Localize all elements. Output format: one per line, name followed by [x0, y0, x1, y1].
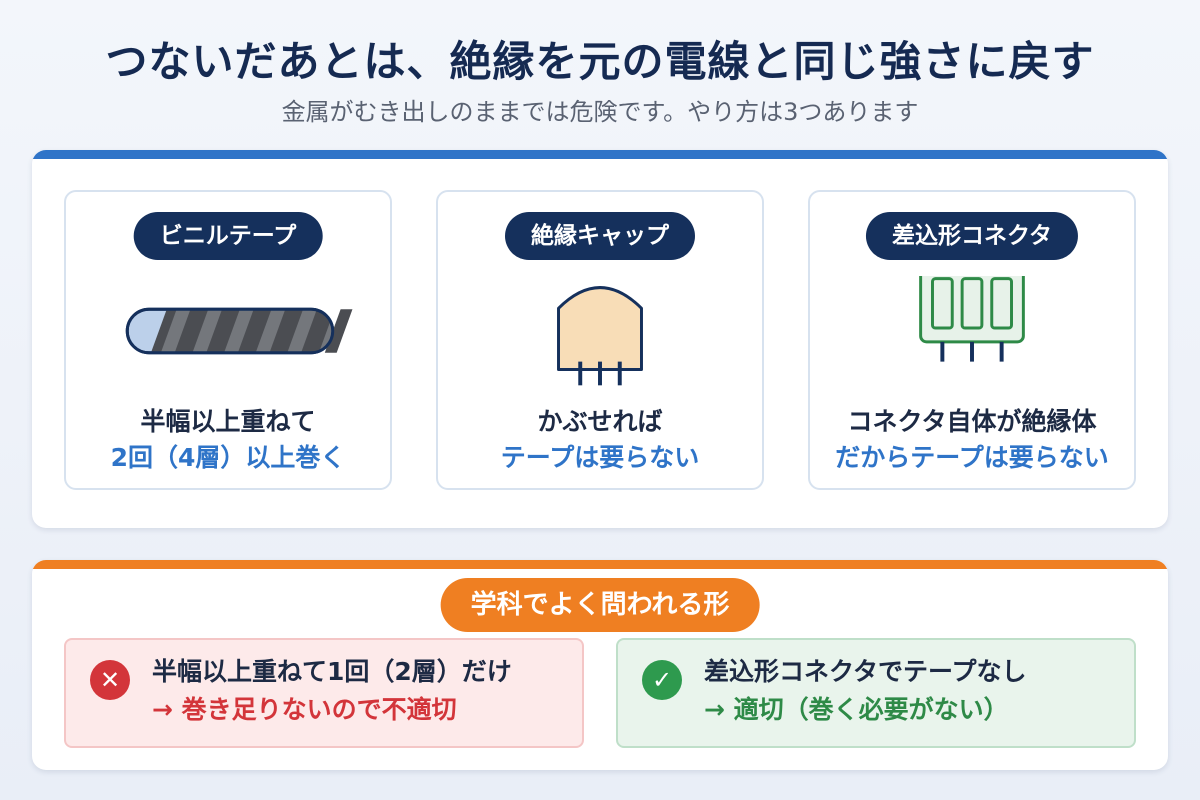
method-desc-vinyl-tape: 半幅以上重ねて	[140, 407, 316, 436]
method-label-insulation-cap: 絶縁キャップ	[505, 212, 695, 260]
exam-panel: 学科でよく問われる形 ✕ 半幅以上重ねて1回（2層）だけ → 巻き足りないので不…	[32, 560, 1168, 770]
page-title: つないだあとは、絶縁を元の電線と同じ強さに戻す	[105, 37, 1095, 86]
method-card-insulation-cap: 絶縁キャップ かぶせれば テープは要らない	[436, 190, 764, 490]
right-example: ✓ 差込形コネクタでテープなし → 適切（巻く必要がない）	[616, 638, 1136, 748]
exam-label: 学科でよく問われる形	[440, 578, 760, 632]
method-card-connector: 差込形コネクタ コネクタ自体が絶縁体 だからテープは要らない	[808, 190, 1136, 490]
orange-accent-bar	[32, 560, 1168, 569]
method-card-vinyl-tape: ビニルテープ 半幅以上重ねて 2回（4層）以上巻く	[64, 190, 392, 490]
check-icon: ✓	[642, 660, 682, 700]
right-example-text: 差込形コネクタでテープなし	[704, 657, 1027, 686]
wrong-example-verdict: → 巻き足りないので不適切	[152, 695, 457, 724]
methods-panel: ビニルテープ 半幅以上重ねて 2回（4層）以上巻く 絶	[32, 150, 1168, 528]
method-label-connector: 差込形コネクタ	[865, 212, 1079, 260]
blue-accent-bar	[32, 150, 1168, 159]
insulation-cap-icon	[557, 286, 643, 386]
right-example-verdict: → 適切（巻く必要がない）	[704, 695, 1009, 724]
wrong-example-text: 半幅以上重ねて1回（2層）だけ	[152, 657, 512, 686]
connector-icon	[919, 276, 1025, 362]
method-point-vinyl-tape: 2回（4層）以上巻く	[110, 443, 346, 472]
cross-icon: ✕	[90, 660, 130, 700]
page-subtitle: 金属がむき出しのままでは危険です。やり方は3つあります	[281, 98, 919, 126]
method-desc-insulation-cap: かぶせれば	[537, 407, 663, 436]
method-label-vinyl-tape: ビニルテープ	[133, 212, 323, 260]
method-point-insulation-cap: テープは要らない	[500, 443, 700, 472]
wrong-example: ✕ 半幅以上重ねて1回（2層）だけ → 巻き足りないので不適切	[64, 638, 584, 748]
method-desc-connector: コネクタ自体が絶縁体	[847, 407, 1097, 436]
method-point-connector: だからテープは要らない	[835, 443, 1109, 472]
tape-wrap-icon	[125, 307, 353, 355]
